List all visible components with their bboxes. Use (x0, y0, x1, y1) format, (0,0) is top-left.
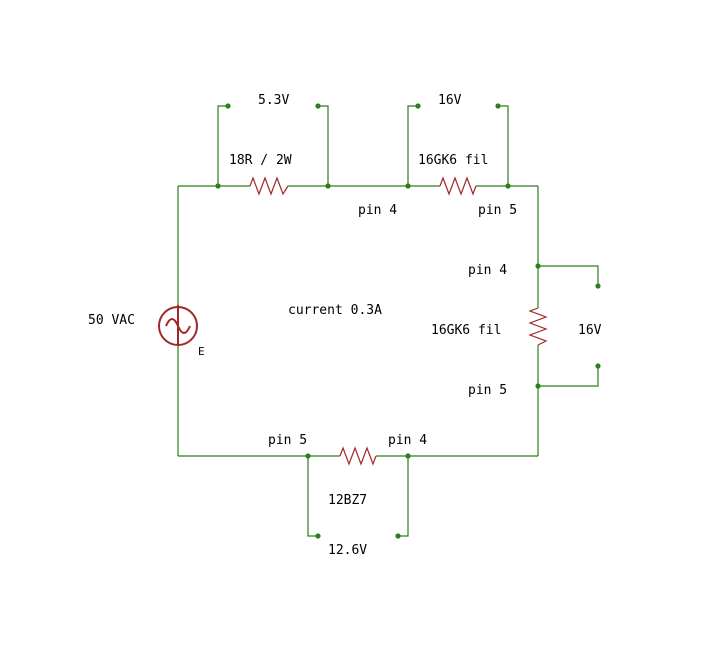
label-bottom-pin4: pin 4 (388, 433, 427, 448)
label-fil-right-pin5: pin 5 (468, 383, 507, 398)
label-voltage-fil-right: 16V (578, 323, 602, 338)
label-current: current 0.3A (288, 303, 382, 318)
resistor-18r-icon (249, 176, 289, 196)
filament-top-icon (439, 176, 477, 196)
label-fil-right-pin4: pin 4 (468, 263, 507, 278)
label-source: 50 VAC (88, 313, 135, 328)
filament-right-icon (528, 307, 548, 346)
label-bottom-pin5: pin 5 (268, 433, 307, 448)
nodes (215, 103, 601, 539)
ac-source-icon (158, 305, 198, 346)
label-fil-top-pin4: pin 4 (358, 203, 397, 218)
label-fil-top: 16GK6 fil (418, 153, 488, 168)
label-source-tag: E (198, 345, 205, 358)
label-voltage-18r: 5.3V (258, 93, 289, 108)
wires (177, 105, 599, 537)
filament-bottom-icon (339, 446, 377, 466)
label-voltage-bottom: 12.6V (328, 543, 367, 558)
label-voltage-fil-top: 16V (438, 93, 462, 108)
label-resistor-18r: 18R / 2W (229, 153, 292, 168)
label-fil-top-pin5: pin 5 (478, 203, 517, 218)
label-bottom-tube: 12BZ7 (328, 493, 367, 508)
label-fil-right: 16GK6 fil (431, 323, 501, 338)
